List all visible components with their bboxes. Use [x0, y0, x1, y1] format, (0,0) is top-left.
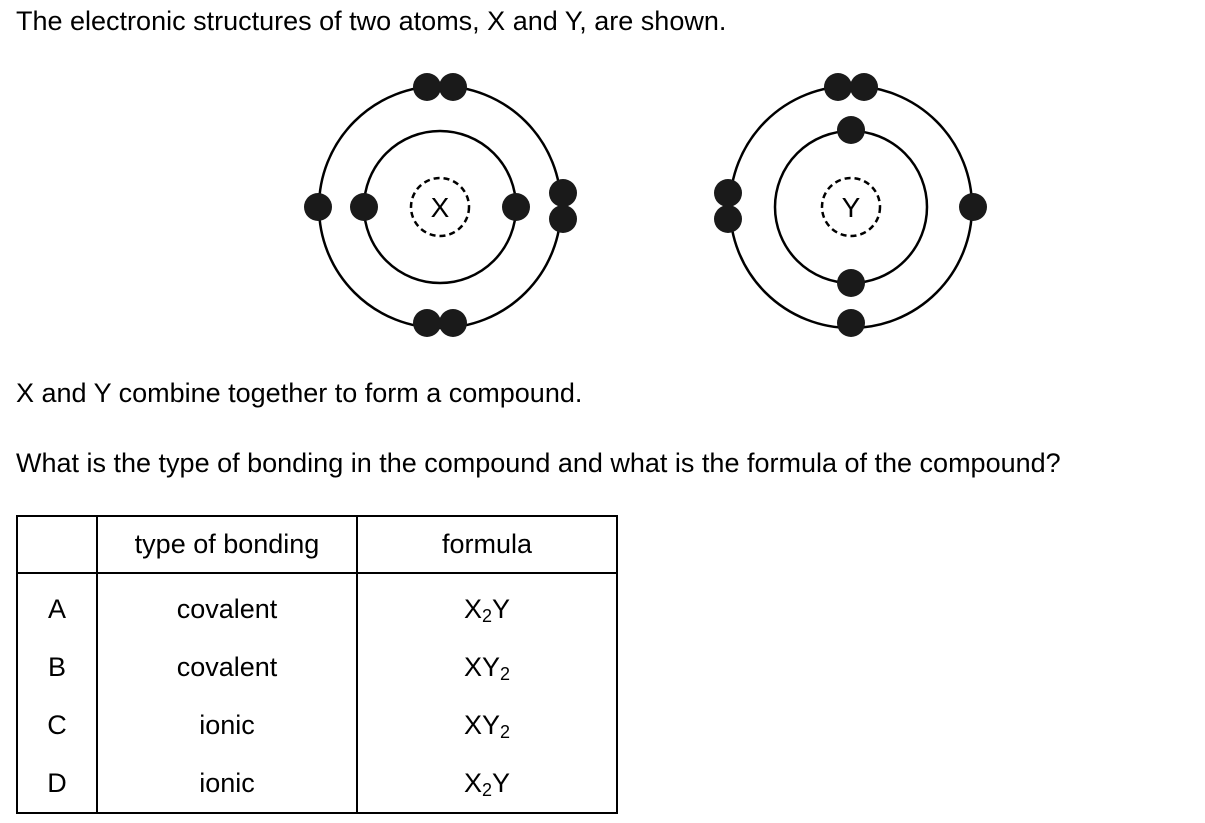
atom-y-nucleus: [820, 176, 882, 238]
formula-subscript: 2: [481, 605, 492, 626]
table-row-a[interactable]: A covalent X2Y: [16, 573, 618, 638]
formula-tail: Y: [492, 593, 511, 624]
formula-tail: Y: [492, 767, 511, 798]
formula-subscript: 2: [500, 721, 511, 742]
atom-x: X: [304, 73, 577, 337]
formula-subscript: 2: [481, 779, 492, 800]
atom-x-label: X: [431, 192, 450, 223]
option-bonding: covalent: [96, 638, 358, 696]
option-formula: X2Y: [356, 573, 618, 638]
table-row-d[interactable]: D ionic X2Y: [16, 754, 618, 814]
formula-main: XY: [463, 651, 500, 682]
option-formula: X2Y: [356, 754, 618, 814]
atom-x-nucleus: [409, 176, 471, 238]
option-bonding: covalent: [96, 573, 358, 638]
table-row-b[interactable]: B covalent XY2: [16, 638, 618, 696]
atom-x-inner-electron: [350, 193, 378, 221]
atom-y-outer-electron: [714, 205, 742, 233]
atom-y-inner-electron: [837, 269, 865, 297]
option-formula: XY2: [356, 696, 618, 754]
formula-main: X: [463, 767, 482, 798]
answer-options-table: type of bonding formula A covalent X2Y B…: [16, 515, 618, 814]
option-letter: B: [16, 638, 98, 696]
formula-main: X: [463, 593, 482, 624]
atom-y-outer-electron: [837, 309, 865, 337]
header-letter: [16, 515, 98, 574]
table-row-c[interactable]: C ionic XY2: [16, 696, 618, 754]
atom-x-outer-electron: [413, 73, 441, 101]
header-bonding: type of bonding: [96, 515, 358, 574]
table-header-row: type of bonding formula: [16, 515, 618, 574]
formula-main: XY: [463, 709, 500, 740]
option-letter: D: [16, 754, 98, 814]
header-formula: formula: [356, 515, 618, 574]
atom-y-inner-electron: [837, 116, 865, 144]
combine-text: X and Y combine together to form a compo…: [16, 378, 583, 408]
option-bonding: ionic: [96, 754, 358, 814]
question-text: What is the type of bonding in the compo…: [16, 448, 1061, 478]
atom-x-outer-electron: [549, 205, 577, 233]
atom-x-outer-electron: [439, 309, 467, 337]
option-bonding: ionic: [96, 696, 358, 754]
option-formula: XY2: [356, 638, 618, 696]
formula-subscript: 2: [500, 663, 511, 684]
atom-y-label: Y: [842, 192, 861, 223]
atom-x-outer-electron: [439, 73, 467, 101]
atom-x-inner-electron: [502, 193, 530, 221]
atom-diagrams: X Y: [304, 73, 987, 337]
atom-y-outer-electron: [824, 73, 852, 101]
atom-x-outer-electron: [304, 193, 332, 221]
atom-x-outer-electron: [413, 309, 441, 337]
intro-text: The electronic structures of two atoms, …: [16, 6, 727, 36]
option-letter: C: [16, 696, 98, 754]
option-letter: A: [16, 573, 98, 638]
atom-x-outer-electron: [549, 179, 577, 207]
atom-y-outer-electron: [850, 73, 878, 101]
atom-y-outer-electron: [959, 193, 987, 221]
atom-y: Y: [714, 73, 987, 337]
atom-y-outer-electron: [714, 179, 742, 207]
